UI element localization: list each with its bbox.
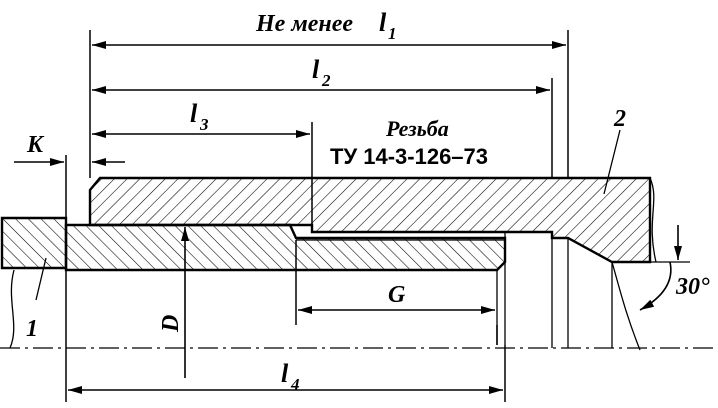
label-part-2: 2 <box>613 106 626 132</box>
label-angle-30: 30° <box>675 274 710 300</box>
label-l1-index: 1 <box>388 24 397 43</box>
label-d: D <box>158 315 184 333</box>
extension-lines <box>65 30 569 402</box>
label-not-less: Не менее <box>255 11 353 37</box>
label-l3-index: 3 <box>199 115 209 134</box>
part-1-pipe <box>0 216 507 349</box>
label-l1-symbol: l <box>379 8 387 37</box>
label-thread-spec: ТУ 14-3-126–73 <box>330 144 488 169</box>
thread-lines <box>296 232 613 348</box>
label-l3-symbol: l <box>190 99 198 128</box>
label-l4-symbol: l <box>281 359 289 388</box>
label-l2-index: 2 <box>321 71 331 90</box>
angle-30-indicator <box>612 225 690 311</box>
label-l4-index: 4 <box>290 375 300 394</box>
label-thread-title: Резьба <box>385 116 449 141</box>
label-g: G <box>388 282 406 308</box>
leader-part-2 <box>603 129 621 195</box>
leader-part-1 <box>35 257 47 301</box>
label-k: K <box>26 132 45 158</box>
label-part-1: 1 <box>26 316 38 342</box>
part-2-coupling <box>88 176 657 351</box>
label-l2-symbol: l <box>312 55 320 84</box>
